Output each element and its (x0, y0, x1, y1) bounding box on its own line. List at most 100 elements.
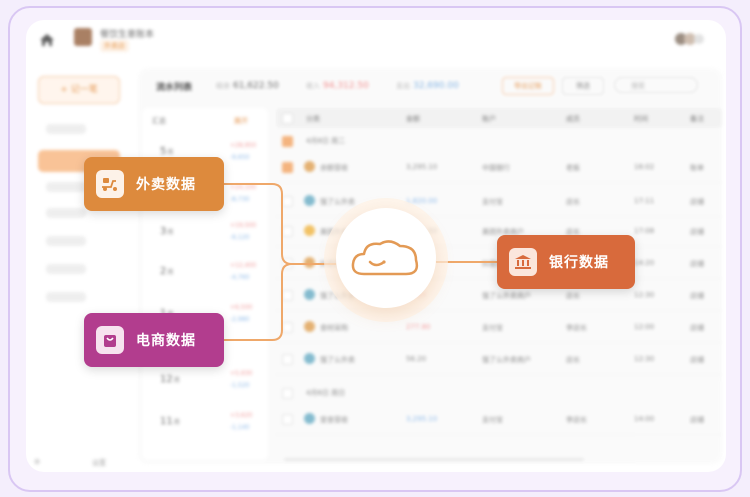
category-icon (304, 289, 315, 300)
row-checkbox[interactable] (282, 226, 293, 237)
sidebar-item[interactable] (46, 182, 86, 192)
cell-amount: 3,295.10 (406, 163, 438, 171)
sidebar-item[interactable] (46, 292, 86, 302)
ecommerce-label: 电商数据 (136, 333, 196, 349)
col-time: 时间 (634, 115, 648, 123)
cell-member: 李店长 (566, 416, 587, 424)
group-checkbox[interactable] (282, 136, 293, 147)
cloud-hub (336, 208, 436, 308)
month-expense: -2,980 (230, 316, 250, 323)
month-income: +3,620 (230, 412, 253, 419)
settings-icon[interactable]: ⚙ (34, 458, 41, 466)
category-icon (304, 353, 315, 364)
category-icon (304, 321, 315, 332)
sidebar-item[interactable] (46, 236, 86, 246)
bank-icon (509, 248, 537, 276)
row-checkbox[interactable] (282, 196, 293, 207)
month-income: +6,500 (230, 304, 253, 311)
cell-member: 店长 (566, 228, 580, 236)
month-income: +12,400 (230, 262, 257, 269)
month-expense: -1,140 (230, 424, 250, 431)
cell-member: 店长 (566, 198, 580, 206)
waimai-data-badge: 外卖数据 (84, 157, 224, 211)
month-expand[interactable]: 展开 (234, 117, 248, 125)
month-label[interactable]: 5月 (160, 146, 174, 157)
sidebar-item[interactable] (46, 208, 86, 218)
cell-account: 饿了么外卖商户 (482, 292, 531, 300)
row-checkbox[interactable] (282, 414, 293, 425)
month-label[interactable]: 3月 (160, 226, 174, 237)
home-icon[interactable] (40, 34, 54, 46)
ecommerce-data-badge: 电商数据 (84, 313, 224, 367)
category-icon (304, 413, 315, 424)
cell-time: 14:00 (634, 415, 655, 423)
filter-button[interactable]: 筛选 (562, 77, 604, 95)
date-group-row: 4月6日 周日 (276, 384, 722, 402)
shop-avatar[interactable] (74, 28, 92, 46)
cell-category: 堂食营收 (320, 416, 348, 424)
cell-account: 支付宝 (482, 198, 503, 206)
sidebar-item[interactable] (46, 264, 86, 274)
panel-title: 流水列表 (156, 83, 193, 93)
cell-note: 店铺 (690, 228, 704, 236)
month-expense: -9,650 (230, 154, 250, 161)
cell-amount: 277.80 (406, 323, 431, 331)
horizontal-scrollbar[interactable] (284, 458, 584, 461)
cell-note: 店铺 (690, 356, 704, 364)
settings-label[interactable]: 设置 (92, 459, 106, 467)
select-all-checkbox[interactable] (282, 113, 293, 124)
row-checkbox[interactable] (282, 258, 293, 269)
date-group-row: 4月8日 周二 (276, 132, 722, 150)
category-icon (304, 195, 315, 206)
cell-member: 店长 (566, 356, 580, 364)
month-expense: -6,120 (230, 234, 250, 241)
month-expense: -8,730 (230, 196, 250, 203)
cell-note: 店铺 (690, 292, 704, 300)
cell-note: 店铺 (690, 198, 704, 206)
category-icon (304, 225, 315, 236)
cell-time: 14:20 (634, 259, 655, 267)
date-label: 4月8日 周二 (306, 137, 346, 145)
cell-category: 余额营收 (320, 164, 348, 172)
date-label: 4月6日 周日 (306, 389, 346, 397)
new-entry-button[interactable]: + 记一笔 (38, 76, 120, 104)
cell-member: 老板 (566, 164, 580, 172)
cell-time: 17:11 (634, 197, 655, 205)
cell-account: 支付宝 (482, 324, 503, 332)
users-avatar-icon[interactable] (674, 32, 704, 46)
cell-account: 饿了么外卖商户 (482, 356, 531, 364)
month-income: +28,950 (230, 142, 257, 149)
row-checkbox[interactable] (282, 290, 293, 301)
month-label[interactable]: 11月 (160, 416, 180, 427)
month-income: +19,500 (230, 222, 257, 229)
month-header: 汇总 (152, 117, 166, 125)
bank-data-badge: 银行数据 (497, 235, 635, 289)
cell-account: 中国银行 (482, 164, 510, 172)
search-input[interactable]: 搜索 (614, 77, 698, 93)
cell-time: 12:00 (634, 323, 655, 331)
sidebar-item[interactable] (46, 124, 86, 134)
cell-member: 李店长 (566, 324, 587, 332)
month-income: +5,930 (230, 370, 253, 377)
cell-time: 12:30 (634, 355, 655, 363)
cell-account: 支付宝 (482, 416, 503, 424)
month-label[interactable]: 2月 (160, 266, 174, 277)
row-checkbox[interactable] (282, 322, 293, 333)
row-checkbox[interactable] (282, 354, 293, 365)
month-expense: -4,760 (230, 274, 250, 281)
row-checkbox[interactable] (282, 162, 293, 173)
export-button[interactable]: 导出记账 (502, 77, 554, 95)
month-label[interactable]: 12月 (160, 374, 180, 385)
cell-note: 店铺 (690, 260, 704, 268)
shop-name: 餐饮生意账本 (100, 30, 155, 40)
cell-note: 店铺 (690, 324, 704, 332)
group-checkbox[interactable] (282, 388, 293, 399)
col-amount: 金额 (406, 115, 420, 123)
category-icon (304, 161, 315, 172)
